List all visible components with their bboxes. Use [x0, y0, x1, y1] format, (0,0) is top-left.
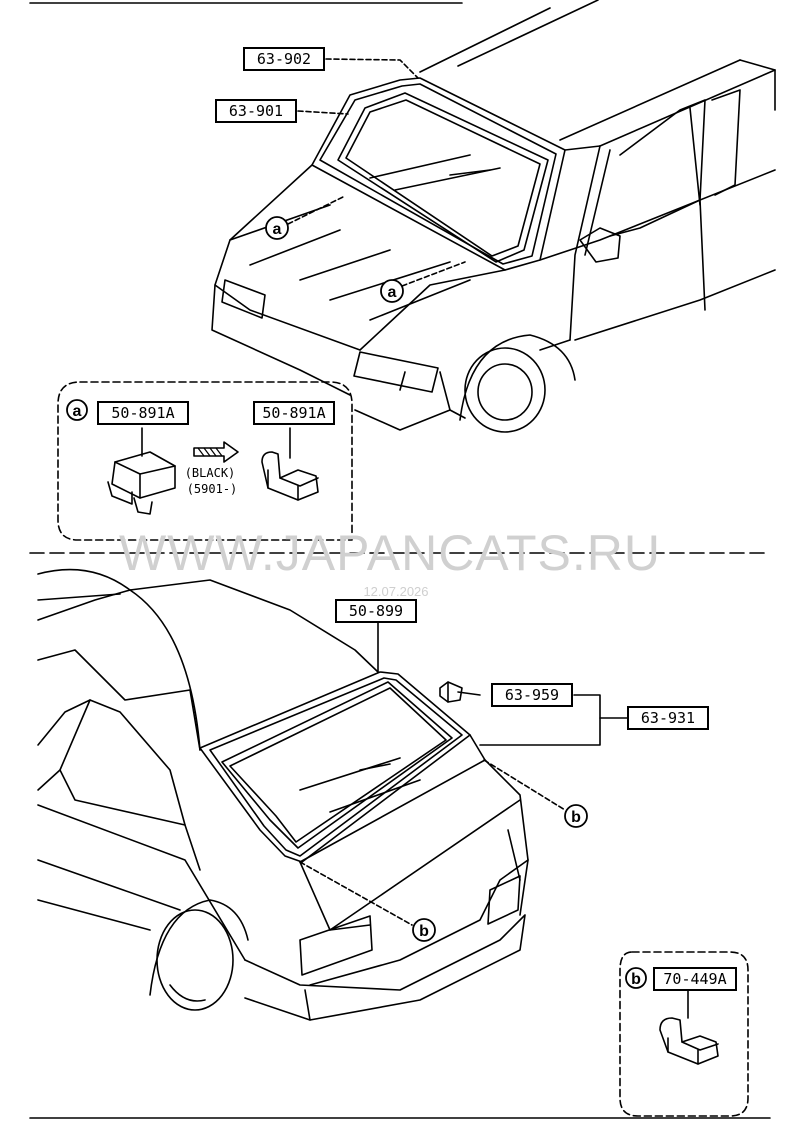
callout-b-lower: b	[412, 918, 436, 942]
leader-b-right	[483, 759, 566, 811]
part-number-50-891a-right: 50-891A	[262, 404, 325, 422]
leader-b-lower	[299, 861, 413, 926]
svg-text:b: b	[631, 971, 641, 988]
part-number-63-959: 63-959	[505, 686, 559, 704]
watermark-text: WWW.JAPANCATS.RU	[119, 525, 661, 581]
svg-text:b: b	[419, 923, 429, 940]
part-number-50-891a-left: 50-891A	[111, 404, 174, 422]
svg-text:a: a	[273, 221, 282, 238]
leader-63-902	[325, 58, 419, 79]
clip-50-891a-right	[261, 427, 319, 501]
part-label-63-901: 63-901	[215, 99, 297, 123]
part-number-63-901: 63-901	[229, 102, 283, 120]
svg-text:a: a	[388, 284, 397, 301]
part-label-63-959: 63-959	[491, 683, 573, 707]
detail-box-a	[57, 381, 353, 541]
callout-a-lower: a	[380, 279, 404, 303]
callout-b-right: b	[564, 804, 588, 828]
svg-text:a: a	[73, 403, 82, 420]
watermark-date: 12.07.2026	[363, 584, 428, 599]
part-label-63-902: 63-902	[243, 47, 325, 71]
callout-a-detail: a	[66, 399, 88, 421]
part-number-63-902: 63-902	[257, 50, 311, 68]
serial-note: (5901-)	[187, 482, 238, 496]
part-label-63-931: 63-931	[627, 706, 709, 730]
part-label-50-899: 50-899	[335, 599, 417, 623]
callout-b-detail: b	[625, 967, 647, 989]
part-label-70-449a: 70-449A	[653, 967, 737, 991]
leader-a-upper	[287, 195, 346, 225]
part-label-50-891a-left: 50-891A	[97, 401, 189, 425]
front-car-drawing	[211, 0, 776, 433]
part-label-50-891a-right: 50-891A	[253, 401, 335, 425]
arrow-icon	[193, 441, 239, 463]
color-note: (BLACK)	[185, 466, 236, 480]
svg-text:b: b	[571, 809, 581, 826]
callout-a-upper: a	[265, 216, 289, 240]
detail-box-b	[619, 951, 749, 1117]
part-number-63-931: 63-931	[641, 709, 695, 727]
leader-63-901	[297, 110, 349, 115]
leader-63-931	[479, 694, 601, 746]
clip-70-449a	[659, 989, 719, 1065]
rear-car-drawing	[37, 568, 529, 1021]
part-number-70-449a: 70-449A	[663, 970, 726, 988]
part-number-50-899: 50-899	[349, 602, 403, 620]
clip-50-891a-left	[107, 427, 176, 515]
leader-a-lower	[401, 261, 466, 287]
